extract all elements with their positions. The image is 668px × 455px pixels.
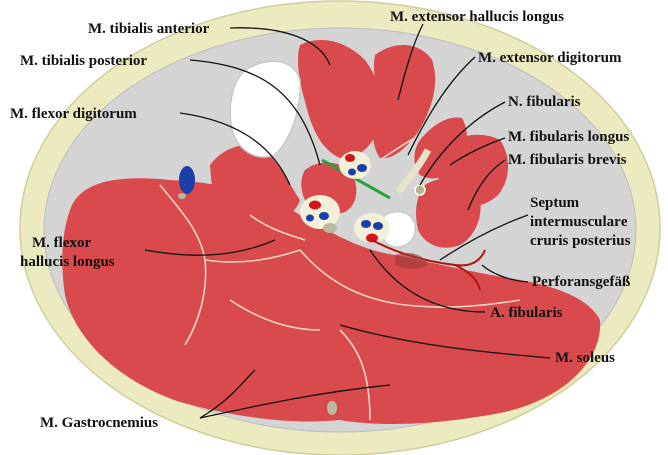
label-extensor-hallucis-longus: M. extensor hallucis longus bbox=[390, 9, 564, 25]
label-gastrocnemius: M. Gastrocnemius bbox=[40, 415, 158, 431]
label-septum-line3: cruris posterius bbox=[530, 233, 631, 249]
sural-nerve bbox=[327, 401, 337, 415]
fibular-nerve bbox=[415, 185, 425, 195]
label-fibularis-brevis: M. fibularis brevis bbox=[508, 152, 627, 168]
label-a-fibularis: A. fibularis bbox=[490, 305, 563, 321]
label-flexor-hallucis-line1: M. flexor bbox=[32, 235, 91, 251]
anterior-vessel-bundle bbox=[339, 151, 371, 179]
label-soleus: M. soleus bbox=[555, 350, 615, 366]
superficial-nerve-left bbox=[178, 193, 186, 199]
label-septum-line2: intermuscularе bbox=[530, 214, 628, 230]
label-flexor-hallucis-line2: hallucis longus bbox=[20, 254, 115, 270]
label-septum-line1: Septum bbox=[530, 195, 580, 211]
label-n-fibularis: N. fibularis bbox=[508, 94, 581, 110]
label-tibialis-anterior: M. tibialis anterior bbox=[88, 21, 210, 37]
label-tibialis-posterior: M. tibialis posterior bbox=[20, 53, 147, 69]
label-extensor-digitorum: M. extensor digitorum bbox=[478, 50, 622, 66]
superficial-vein-left bbox=[179, 166, 195, 194]
label-flexor-digitorum: M. flexor digitorum bbox=[10, 106, 137, 122]
label-fibularis-longus: M. fibularis longus bbox=[508, 129, 629, 145]
label-perforansgefass: Perforansgefäß bbox=[532, 274, 630, 290]
fibular-vessel-bundle bbox=[354, 213, 390, 243]
